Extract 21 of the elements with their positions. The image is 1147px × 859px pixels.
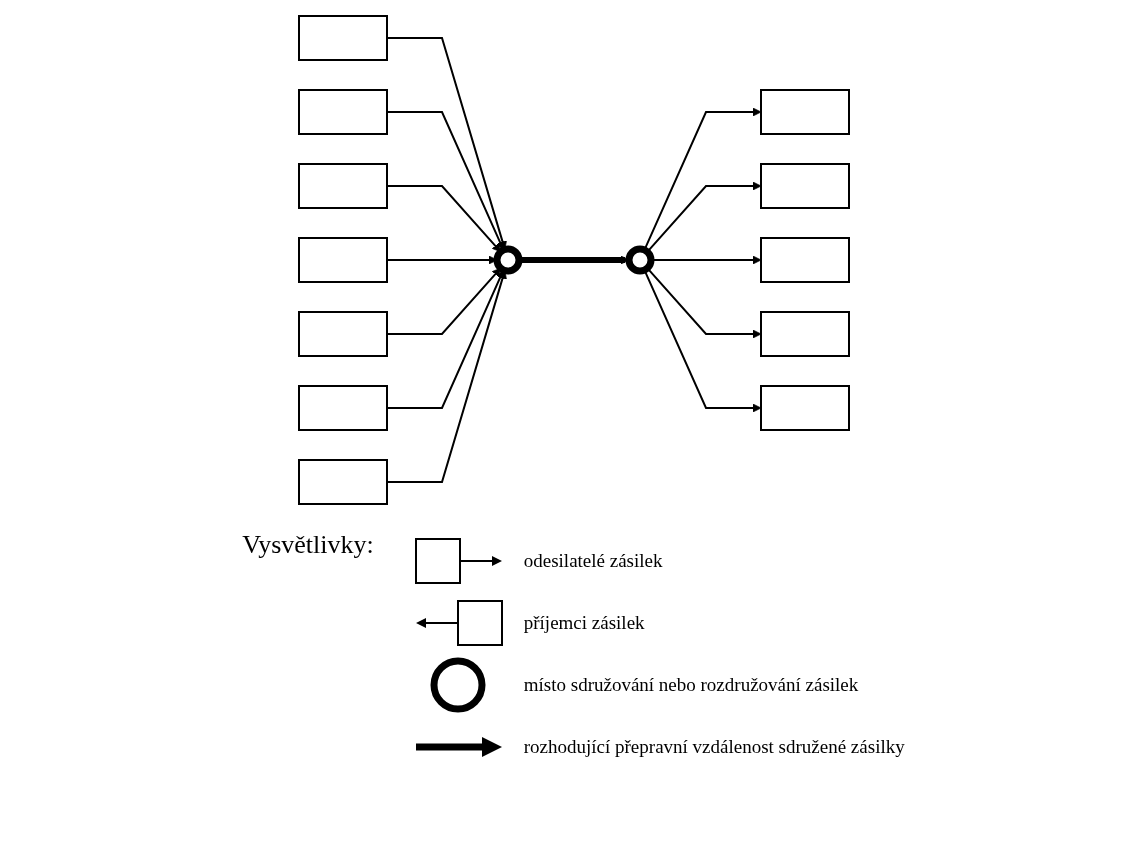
legend-text: rozhodující přepravní vzdálenost sdružené zásilky (523, 736, 905, 758)
arrow (643, 269, 761, 413)
node-box (759, 311, 850, 357)
legend-text: příjemci zásilek (523, 612, 645, 634)
legend-heading: Vysvětlivky: (242, 530, 374, 560)
node-box (297, 311, 388, 357)
node-box (297, 15, 388, 61)
node-box (759, 163, 850, 209)
arrow (643, 107, 761, 251)
node-box (759, 237, 850, 283)
node-box (297, 163, 388, 209)
legend-text: místo sdružování nebo rozdružování zásilek (523, 674, 859, 696)
node-box (297, 385, 388, 431)
node-box (297, 237, 388, 283)
node-box (297, 459, 388, 505)
legend-text: odesilatelé zásilek (523, 550, 663, 572)
node-box (759, 89, 850, 135)
node-box (759, 385, 850, 431)
node-box (297, 89, 388, 135)
node-circle (625, 245, 654, 275)
node-circle (493, 245, 522, 275)
